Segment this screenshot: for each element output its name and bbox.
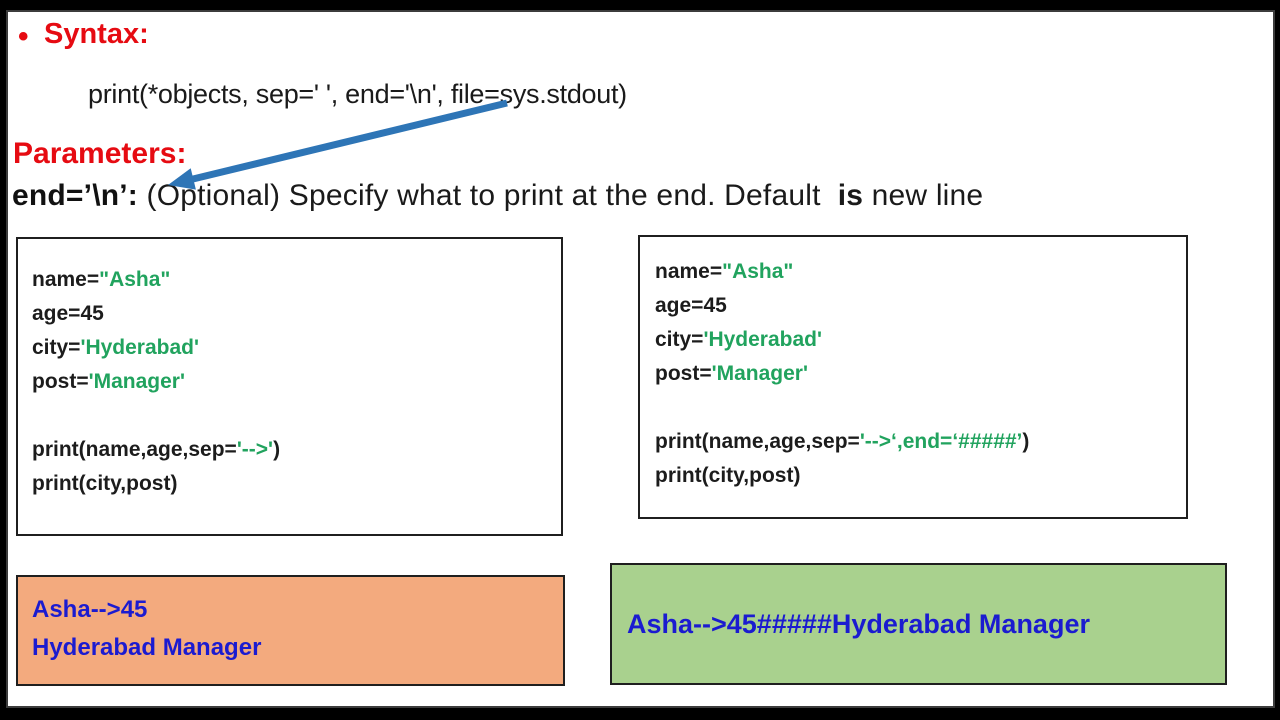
code-token: '-->' xyxy=(236,438,274,461)
bullet-dot: • xyxy=(18,20,29,53)
code-token: print(name,age,sep= xyxy=(655,430,860,453)
code-token: print(city,post) xyxy=(655,464,801,487)
parameters-heading: Parameters: xyxy=(13,137,187,170)
end-parameter-desc: (Optional) Specify what to print at the … xyxy=(137,179,838,212)
print-syntax-line: print(*objects, sep=' ', end='\n', file=… xyxy=(88,79,627,109)
output-box-sep-end-example: Asha-->45#####Hyderabad Manager xyxy=(610,563,1227,685)
code-line: city='Hyderabad' xyxy=(655,323,1186,357)
code-line: city='Hyderabad' xyxy=(32,331,561,365)
code-token: post= xyxy=(655,362,712,385)
code-line xyxy=(32,399,561,433)
code-line: name="Asha" xyxy=(32,263,561,297)
code-line: age=45 xyxy=(32,297,561,331)
code-line: print(name,age,sep='-->‘,end=‘#####’) xyxy=(655,425,1186,459)
code-token: print(name,age,sep= xyxy=(32,438,237,461)
code-token: city= xyxy=(655,328,704,351)
code-token: name= xyxy=(32,268,100,291)
code-token: print(city,post) xyxy=(32,472,178,495)
code-token: name= xyxy=(655,260,723,283)
end-parameter-description: end=’\n’: (Optional) Specify what to pri… xyxy=(12,179,983,213)
end-parameter-desc-tail: new line xyxy=(863,179,984,212)
code-token: post= xyxy=(32,370,89,393)
code-token: age=45 xyxy=(32,302,104,325)
code-token: 'Manager' xyxy=(711,362,808,385)
code-token: "Asha" xyxy=(722,260,794,283)
code-token: 'Hyderabad' xyxy=(80,336,199,359)
code-line: print(city,post) xyxy=(32,467,561,501)
output-line: Hyderabad Manager xyxy=(32,634,262,661)
code-line xyxy=(655,391,1186,425)
pointer-arrow-icon xyxy=(168,99,508,190)
syntax-heading: Syntax: xyxy=(44,18,149,50)
code-token: '-->‘,end=‘#####’ xyxy=(859,430,1023,453)
end-parameter-term: end=’\n’: xyxy=(12,179,138,212)
end-parameter-desc-bold: is xyxy=(837,179,864,212)
code-token: city= xyxy=(32,336,81,359)
code-token: age=45 xyxy=(655,294,727,317)
code-line: post='Manager' xyxy=(32,365,561,399)
output-line: Asha-->45#####Hyderabad Manager xyxy=(627,609,1090,639)
output-line: Asha-->45 xyxy=(32,596,148,623)
code-line: print(name,age,sep='-->') xyxy=(32,433,561,467)
code-line: name="Asha" xyxy=(655,255,1186,289)
code-line: age=45 xyxy=(655,289,1186,323)
code-token: 'Manager' xyxy=(88,370,185,393)
code-token: ) xyxy=(1022,430,1030,453)
code-line: print(city,post) xyxy=(655,459,1186,493)
code-token: 'Hyderabad' xyxy=(703,328,822,351)
code-line: post='Manager' xyxy=(655,357,1186,391)
code-token: ) xyxy=(273,438,281,461)
code-token: "Asha" xyxy=(99,268,171,291)
